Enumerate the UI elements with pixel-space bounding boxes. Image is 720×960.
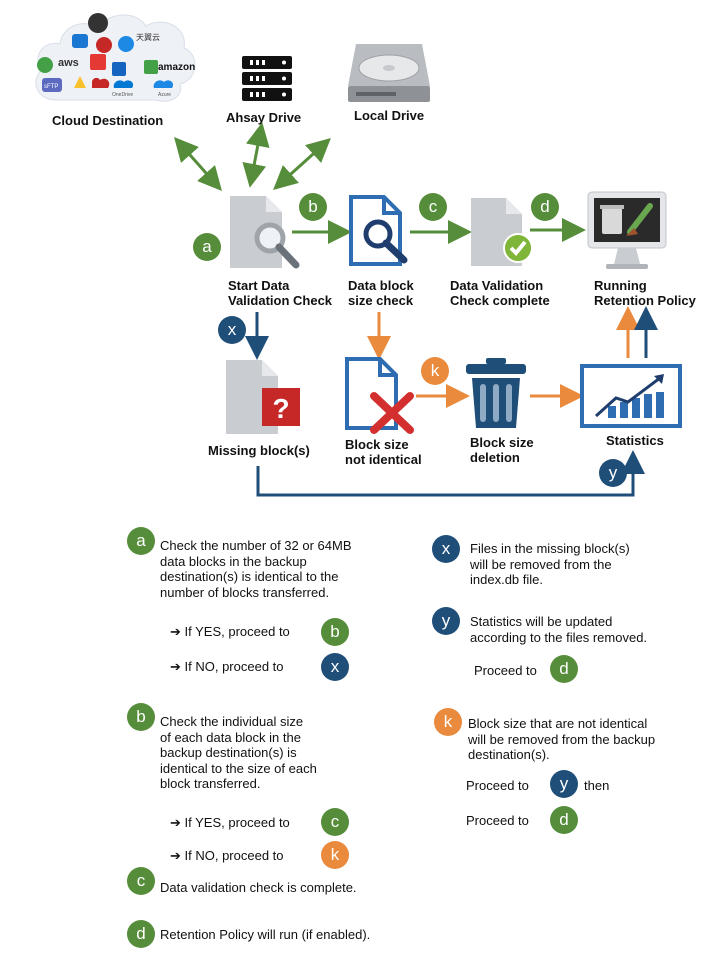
svg-text:Azure: Azure <box>158 92 171 98</box>
not-identical-icon <box>345 357 414 434</box>
arrow-right-icon: ➔ <box>170 815 185 830</box>
local-drive-label: Local Drive <box>354 108 425 123</box>
legend-y-proceed: Proceed to <box>474 663 537 678</box>
cloud-destination-icon: 天翼云 aws amazon sFTP OneDrive Azure <box>35 13 196 102</box>
cloud-destination-label: Cloud Destination <box>52 113 164 128</box>
svg-text:天翼云: 天翼云 <box>136 33 160 42</box>
legend-a-no-badge: x <box>321 653 349 681</box>
retention-monitor-icon <box>587 191 667 269</box>
arrow-local-start <box>273 137 331 191</box>
arrow-right-icon: ➔ <box>170 659 185 674</box>
svg-text:amazon: amazon <box>158 62 195 73</box>
legend-b-no-badge: k <box>321 841 349 869</box>
svg-text:?: ? <box>272 393 289 424</box>
legend-a-yes: ➔ If YES, proceed to <box>170 624 290 639</box>
arrow-right-icon: ➔ <box>170 624 185 639</box>
legend-k-proceed2-badge: d <box>550 806 578 834</box>
missing-block-label: Missing block(s) <box>208 443 310 458</box>
statistics-label: Statistics <box>606 433 664 448</box>
statistics-chart-icon <box>580 364 682 428</box>
arrow-right-icon: ➔ <box>170 848 185 863</box>
missing-block-icon: ? <box>226 360 300 434</box>
arrow-missing-to-statistics <box>256 450 645 497</box>
svg-text:aws: aws <box>58 57 79 69</box>
badge-y: y <box>599 459 627 487</box>
legend-badge-c: c <box>127 867 155 895</box>
legend-a-yes-badge: b <box>321 618 349 646</box>
legend-badge-a: a <box>127 527 155 555</box>
legend-b-yes: ➔ If YES, proceed to <box>170 815 290 830</box>
hard-drive-icon <box>348 44 430 102</box>
badge-c: c <box>419 193 447 221</box>
document-search-icon <box>230 196 300 269</box>
legend-badge-x: x <box>432 535 460 563</box>
legend-b-yes-badge: c <box>321 808 349 836</box>
legend-k-proceed2: Proceed to <box>466 813 529 828</box>
svg-text:sFTP: sFTP <box>44 84 58 90</box>
legend-k-then: then <box>584 778 610 793</box>
trash-icon <box>466 358 526 428</box>
svg-text:OneDrive: OneDrive <box>112 92 133 98</box>
badge-k: k <box>421 357 449 385</box>
legend-badge-k: k <box>434 708 462 736</box>
legend-c-text: Data validation check is complete. <box>160 880 357 895</box>
legend-k-proceed1: Proceed to <box>466 778 529 793</box>
arrow-cloud-start <box>174 137 222 191</box>
legend-badge-y: y <box>432 607 460 635</box>
badge-b: b <box>299 193 327 221</box>
legend-b-no: ➔ If NO, proceed to <box>170 848 284 863</box>
legend-a-no: ➔ If NO, proceed to <box>170 659 284 674</box>
legend-y-proceed-badge: d <box>550 655 578 683</box>
legend-x-text: Files in the missing block(s)will be rem… <box>470 541 630 587</box>
badge-a: a <box>193 233 221 261</box>
size-check-icon <box>349 195 408 266</box>
legend-badge-d: d <box>127 920 155 948</box>
arrow-ahsay-start <box>242 122 270 188</box>
legend-d-text: Retention Policy will run (if enabled). <box>160 927 371 942</box>
legend-k-proceed1-badge: y <box>550 770 578 798</box>
legend-badge-b: b <box>127 703 155 731</box>
document-check-icon <box>471 198 533 266</box>
badge-d: d <box>531 193 559 221</box>
server-icon <box>242 56 292 101</box>
badge-x: x <box>218 316 246 344</box>
ahsay-drive-label: Ahsay Drive <box>226 110 302 125</box>
